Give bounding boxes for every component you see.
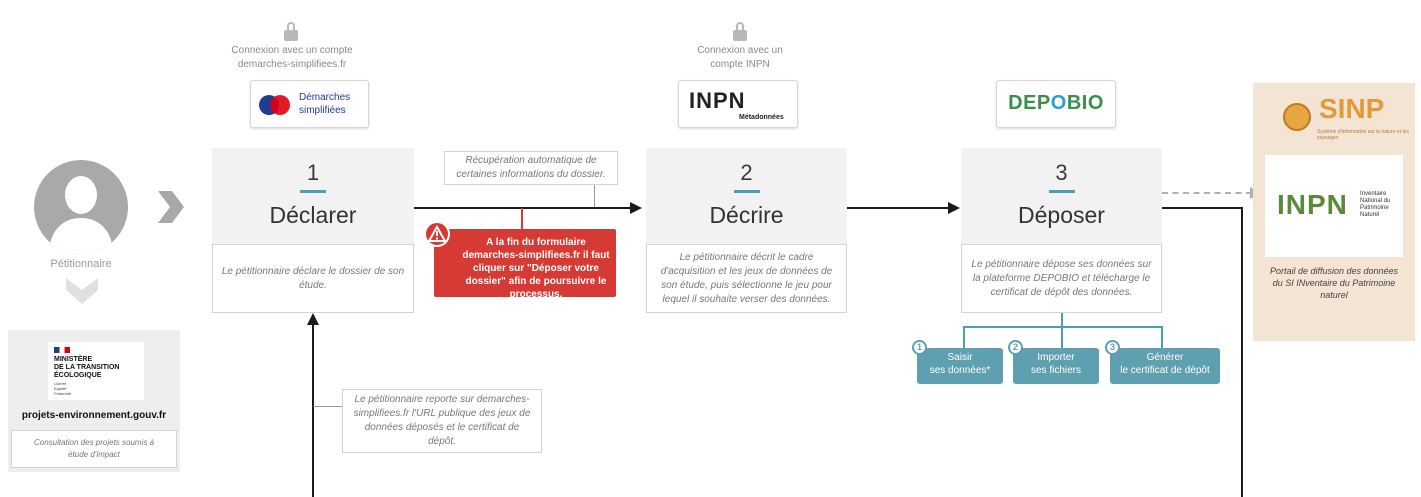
step-title: Déposer (1018, 202, 1105, 228)
return-line-left (312, 322, 314, 497)
logo-line2: simplifiées (299, 105, 346, 116)
alert-box: A la fin du formulaire demarches-simplif… (434, 229, 616, 300)
avatar-head (65, 176, 97, 214)
depobio-part-c: BIO (1066, 92, 1104, 114)
step-title: Décrire (709, 202, 784, 228)
substep-drop-3 (1161, 326, 1163, 350)
inpn-logo-text: INPN (689, 88, 746, 113)
sinp-subtitle: Système d'information sur la nature et l… (1317, 129, 1409, 141)
login2-caption: Connexion avec un compte INPN (697, 45, 783, 70)
lock-icon (733, 22, 747, 41)
ministry-line2: DE LA TRANSITION (54, 364, 120, 371)
step-underline (1048, 190, 1075, 193)
lock-icon (284, 22, 298, 41)
ministry-site[interactable]: projets-environnement.gouv.fr (21, 410, 167, 421)
ministry-motto3: Fraternité (54, 391, 72, 396)
step-underline (733, 190, 760, 193)
alert-tick (521, 208, 523, 230)
login1-caption: Connexion avec un compte demarches-simpl… (231, 45, 353, 70)
step-deposer: 3 Déposer (961, 148, 1162, 244)
substep-drop-1 (963, 326, 965, 350)
ministry-motto2: Égalité (54, 386, 67, 391)
substep-drop-2 (1061, 326, 1063, 350)
step1-desc: Le pétitionnaire déclare le dossier de s… (212, 244, 414, 313)
sinp-panel: SINP Système d'information sur la nature… (1253, 83, 1415, 341)
inpn-sub1: Inventaire (1360, 191, 1387, 197)
alert-text: A la fin du formulaire demarches-simplif… (462, 237, 610, 300)
auto-note: Récupération automatique de certaines in… (444, 151, 618, 185)
ministry-line3: ÉCOLOGIQUE (54, 372, 102, 379)
petitionnaire-avatar (34, 160, 128, 254)
logo-circle-red (270, 95, 290, 115)
depobio-logo-text: DEPOBIO (997, 92, 1115, 115)
arrow-right-icon (948, 202, 960, 214)
substep-number: 3 (1105, 340, 1120, 355)
substep-saisir[interactable]: 1 Saisir ses données* (912, 340, 1003, 384)
arrow-right-icon (630, 202, 642, 214)
substep-stem (1061, 313, 1063, 327)
ministry-motto1: Liberté (54, 381, 67, 386)
step-number: 3 (1055, 160, 1068, 185)
step3-desc: Le pétitionnaire dépose ses données sur … (961, 244, 1162, 313)
warning-icon (424, 221, 450, 247)
logo-line1: Démarches (299, 92, 351, 103)
avatar-body (50, 218, 112, 254)
inpn-logo-text: INPN (1277, 189, 1348, 220)
substep-branch (963, 326, 1163, 328)
substep-line2: ses données* (929, 365, 991, 376)
ministry-desc: Consultation des projets soumis à étude … (11, 430, 177, 468)
sinp-desc: Portail de diffusion des données du SI I… (1269, 266, 1399, 300)
inpn-sub2: National du (1360, 198, 1391, 204)
step-title: Déclarer (269, 202, 357, 228)
french-flag-icon (54, 347, 70, 353)
report-tick (313, 406, 343, 407)
substep-line1: Importer (1037, 352, 1075, 363)
connector-1-2 (414, 207, 634, 209)
ministry-logo: MINISTÈRE DE LA TRANSITION ÉCOLOGIQUE Li… (48, 342, 144, 400)
sinp-title: SINP (1319, 93, 1385, 124)
step-underline (300, 190, 326, 193)
return-line-right (1241, 207, 1243, 497)
demarches-simplifiees-logo[interactable]: Démarches simplifiées (250, 80, 369, 128)
substep-generer[interactable]: 3 Générer le certificat de dépôt (1105, 340, 1220, 384)
step2-desc: Le pétitionnaire décrit le cadre d'acqui… (646, 244, 847, 313)
sinp-emblem-icon (1283, 103, 1311, 131)
ministry-line1: MINISTÈRE (54, 356, 93, 363)
substep-line2: ses fichiers (1030, 365, 1081, 376)
depobio-logo[interactable]: DEPOBIO (996, 80, 1116, 128)
inpn-sub4: Naturel (1360, 212, 1380, 218)
substep-line1: Saisir (947, 352, 973, 363)
arrow-up-icon (307, 313, 319, 325)
chevron-down-icon (66, 278, 98, 304)
return-line-top (1162, 207, 1243, 209)
depobio-part-a: DEP (1008, 92, 1051, 114)
connector-2-3 (847, 207, 951, 209)
substep-number: 2 (1008, 340, 1023, 355)
inpn-sub3: Patrimoine (1360, 205, 1389, 211)
report-note: Le pétitionnaire reporte sur demarches-s… (342, 389, 542, 453)
inpn-portal-card[interactable]: INPN Inventaire National du Patrimoine N… (1265, 155, 1403, 257)
step-decrire: 2 Décrire (646, 148, 847, 244)
inpn-metadonnees-logo[interactable]: INPN Métadonnées (678, 80, 798, 128)
substep-line1: Générer (1146, 352, 1184, 363)
substep-importer[interactable]: 2 Importer ses fichiers (1008, 340, 1099, 384)
step-number: 2 (740, 160, 753, 185)
petitionnaire-label: Pétitionnaire (50, 258, 112, 270)
ministry-card: MINISTÈRE DE LA TRANSITION ÉCOLOGIQUE Li… (8, 330, 180, 472)
step-number: 1 (306, 160, 320, 185)
substep-number: 1 (912, 340, 927, 355)
auto-note-tick (594, 185, 595, 207)
chevron-right-icon (158, 191, 184, 223)
depobio-part-b: O (1050, 92, 1067, 114)
dashed-connector (1162, 192, 1252, 194)
inpn-logo-sub: Métadonnées (739, 114, 784, 121)
step-declarer: 1 Déclarer (212, 148, 414, 244)
substep-line2: le certificat de dépôt (1120, 365, 1210, 376)
